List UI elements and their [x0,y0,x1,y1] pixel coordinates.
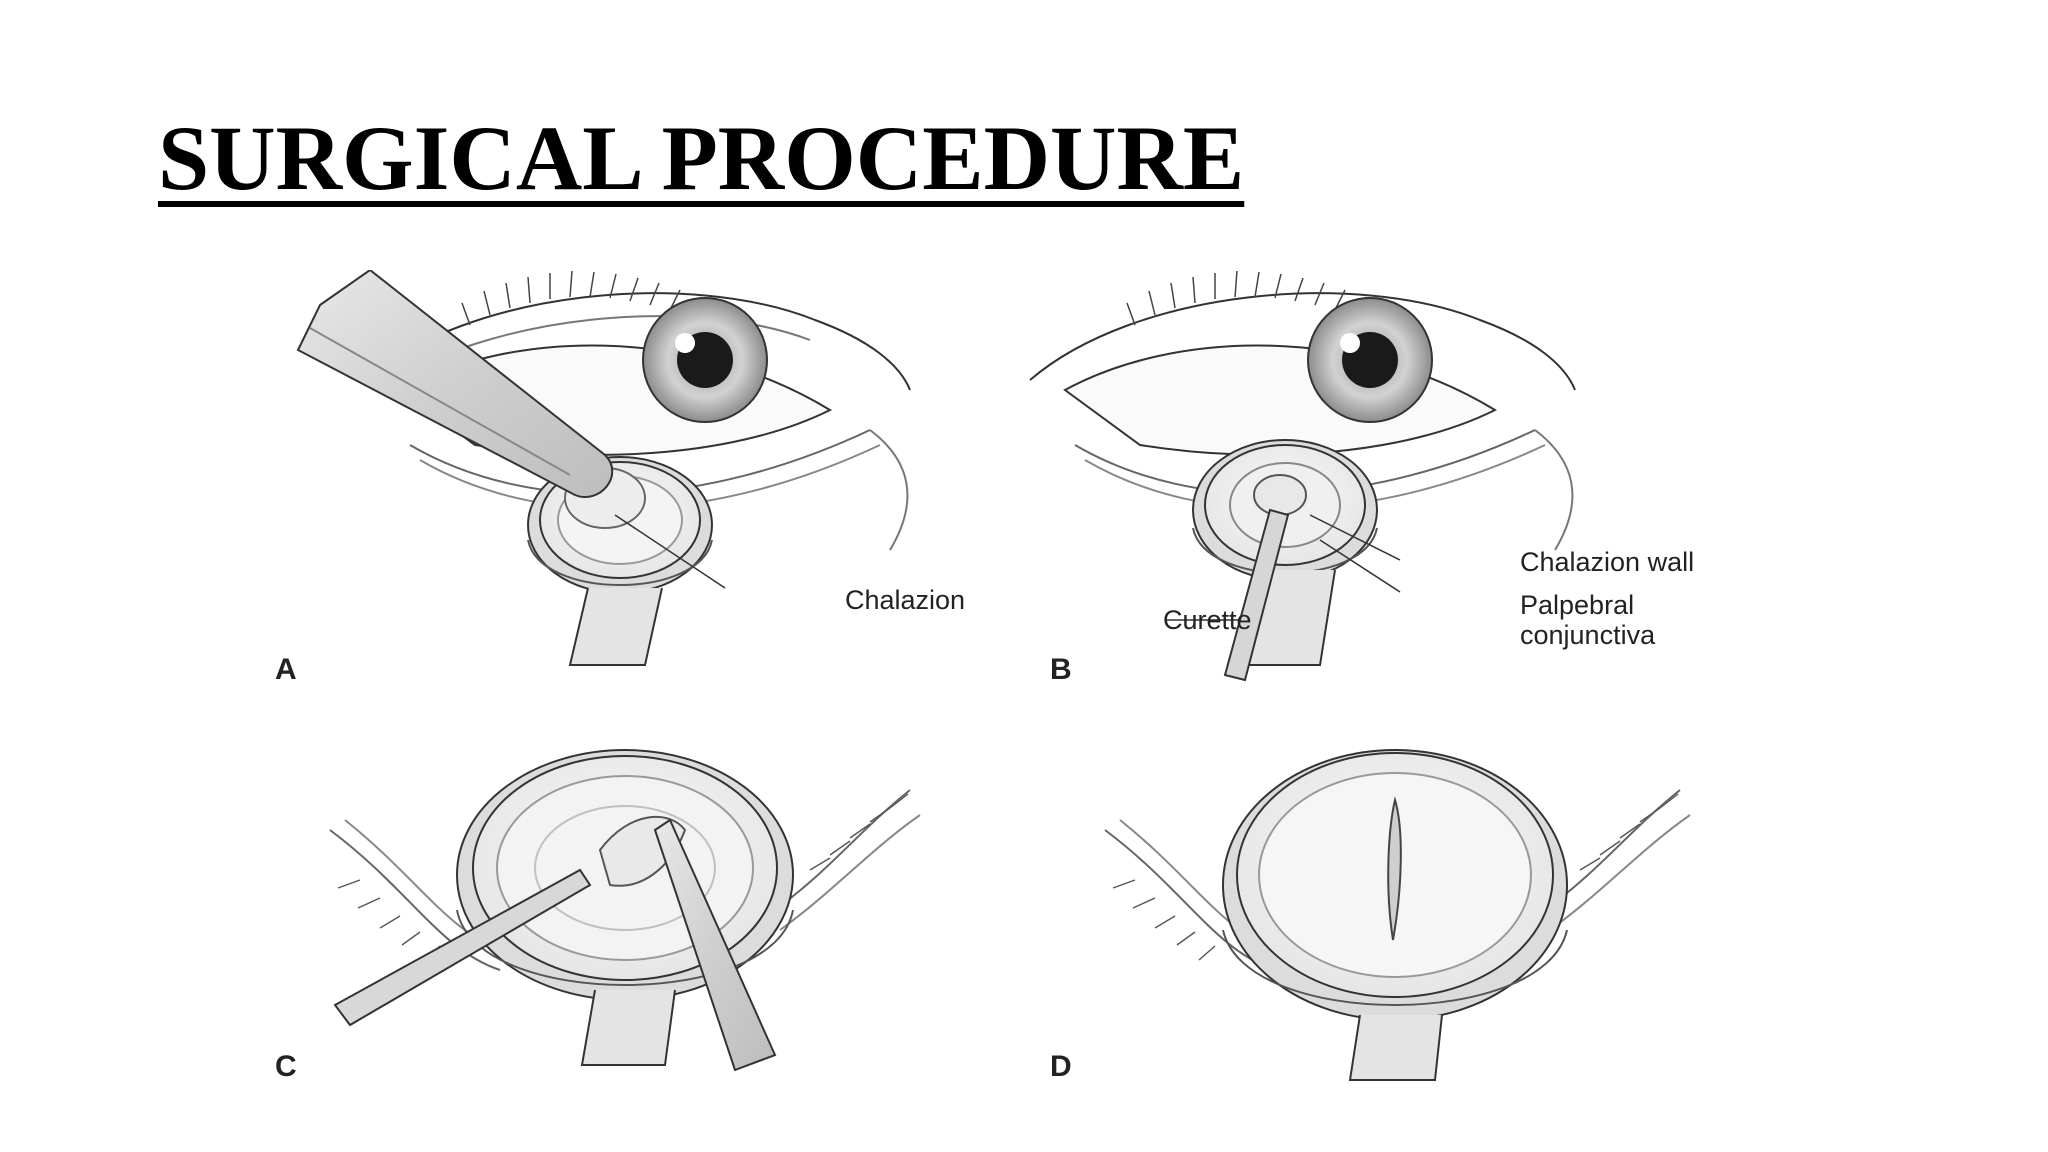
slide-title: SURGICAL PROCEDURE [158,107,1245,209]
panel-a-drawing [296,270,911,666]
label-chalazion: Chalazion [845,585,966,615]
label-curette: Curette [1163,605,1252,635]
label-chalazion-wall: Chalazion wall [1520,547,1695,577]
surgical-illustration: Chalazion Chalazion wall Palpebral conju… [270,270,1810,1100]
panel-letter-d: D [1050,1050,1072,1083]
panel-b-drawing [1029,270,1576,682]
label-palpebral: Palpebral [1520,590,1635,620]
panel-letter-a: A [275,653,297,686]
eyelid-drawings [296,270,1691,1081]
panel-letter-c: C [275,1050,297,1083]
label-conjunctiva: conjunctiva [1520,620,1656,650]
panel-c-drawing [329,749,921,1072]
panel-d-drawing [1104,749,1691,1081]
panel-letter-b: B [1050,653,1072,686]
